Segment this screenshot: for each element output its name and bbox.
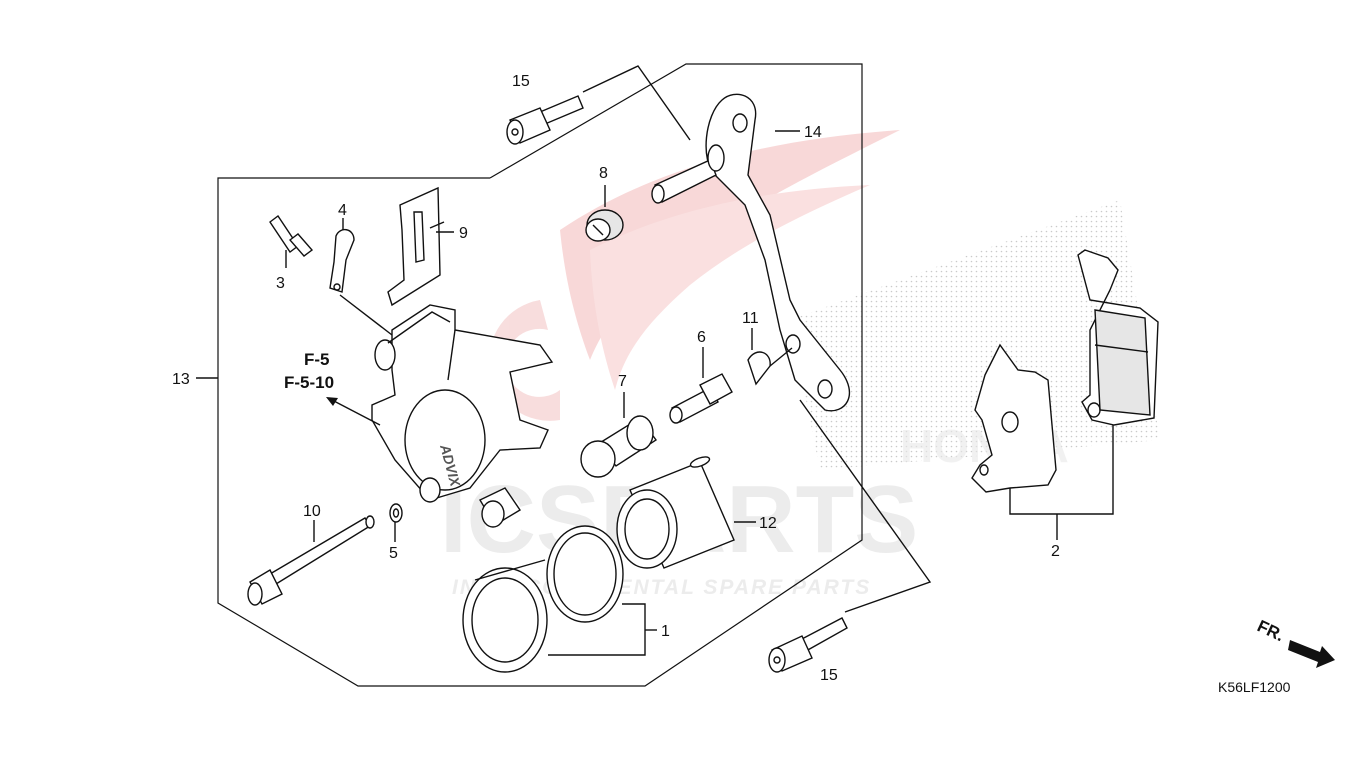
brake-pads-2 (971, 249, 1159, 493)
callout-6: 6 (697, 329, 706, 346)
bolt-7 (580, 415, 658, 478)
callout-13: 13 (172, 371, 190, 388)
bleeder-screw-3 (269, 214, 314, 257)
caliper-bracket-14 (651, 93, 851, 412)
callout-5: 5 (389, 545, 398, 562)
callout-1: 1 (661, 623, 670, 640)
front-direction-label: FR. (1254, 616, 1287, 645)
bolt-15-top (506, 95, 584, 145)
leader-14-frame (582, 65, 691, 141)
ref-arrow-line (331, 399, 381, 426)
leader-4-body (339, 294, 393, 336)
clip-11 (747, 351, 771, 386)
callout-3: 3 (276, 275, 285, 292)
leader-11b (769, 347, 793, 367)
callout-12: 12 (759, 515, 777, 532)
callout-15-top: 15 (512, 73, 530, 90)
piston-12 (616, 456, 735, 569)
front-direction-arrow (1288, 640, 1335, 668)
callout-9: 9 (459, 225, 468, 242)
pad-spring-9 (387, 186, 445, 307)
bleeder-cap-4 (329, 229, 355, 293)
bolt-15-bottom (768, 617, 848, 673)
slide-pin-10 (247, 515, 375, 606)
callout-15-bottom: 15 (820, 667, 838, 684)
plug-8 (585, 209, 624, 242)
leader-15b-frame (799, 399, 932, 613)
seal-set-1 (462, 525, 624, 673)
callout-2: 2 (1051, 543, 1060, 560)
callout-4: 4 (338, 202, 347, 219)
assembly-boundary-13 (217, 63, 863, 687)
ref-arrow-head (326, 397, 338, 406)
diagram-code: K56LF1200 (1218, 679, 1291, 695)
callout-7: 7 (618, 373, 627, 390)
callout-11: 11 (742, 310, 759, 327)
leader-2 (1009, 425, 1114, 515)
callout-8: 8 (599, 165, 608, 182)
reference-label-f5-10: F-5-10 (284, 373, 334, 392)
washer-5 (389, 503, 403, 523)
reference-label-f5: F-5 (304, 350, 330, 369)
callout-14: 14 (804, 124, 822, 141)
caliper-body: ADVIX (371, 304, 554, 528)
watermark-pads-dots (790, 200, 1160, 470)
callout-10: 10 (303, 503, 321, 520)
slide-pin-6 (669, 373, 733, 424)
